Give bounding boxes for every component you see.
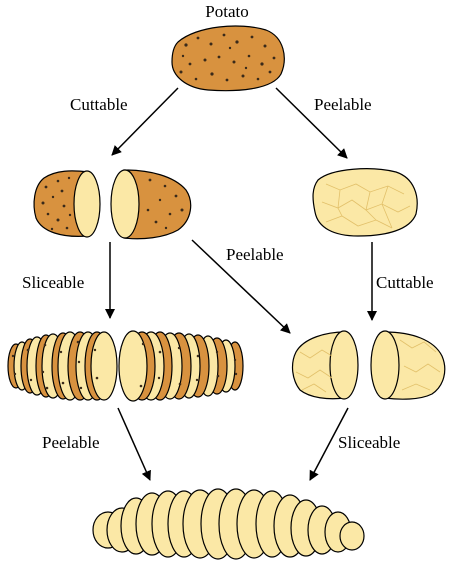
label-sliceable-left: Sliceable	[22, 273, 84, 292]
peeled-potato-image	[313, 169, 417, 236]
whole-potato-image	[172, 26, 284, 91]
peeled-cut-potato-image	[293, 331, 445, 399]
label-sliceable-right: Sliceable	[338, 433, 400, 452]
sliced-potato-image	[8, 331, 243, 401]
potato-title: Potato	[205, 2, 248, 21]
label-cuttable-left: Cuttable	[70, 95, 128, 114]
arrow-peelable-bottom	[118, 408, 150, 480]
label-peelable-middle: Peelable	[226, 245, 284, 264]
cut-potato-image	[34, 170, 191, 239]
label-peelable-bottom: Peelable	[42, 433, 100, 452]
label-cuttable-right: Cuttable	[376, 273, 434, 292]
label-peelable-top: Peelable	[314, 95, 372, 114]
peeled-sliced-potato-image	[93, 489, 364, 559]
